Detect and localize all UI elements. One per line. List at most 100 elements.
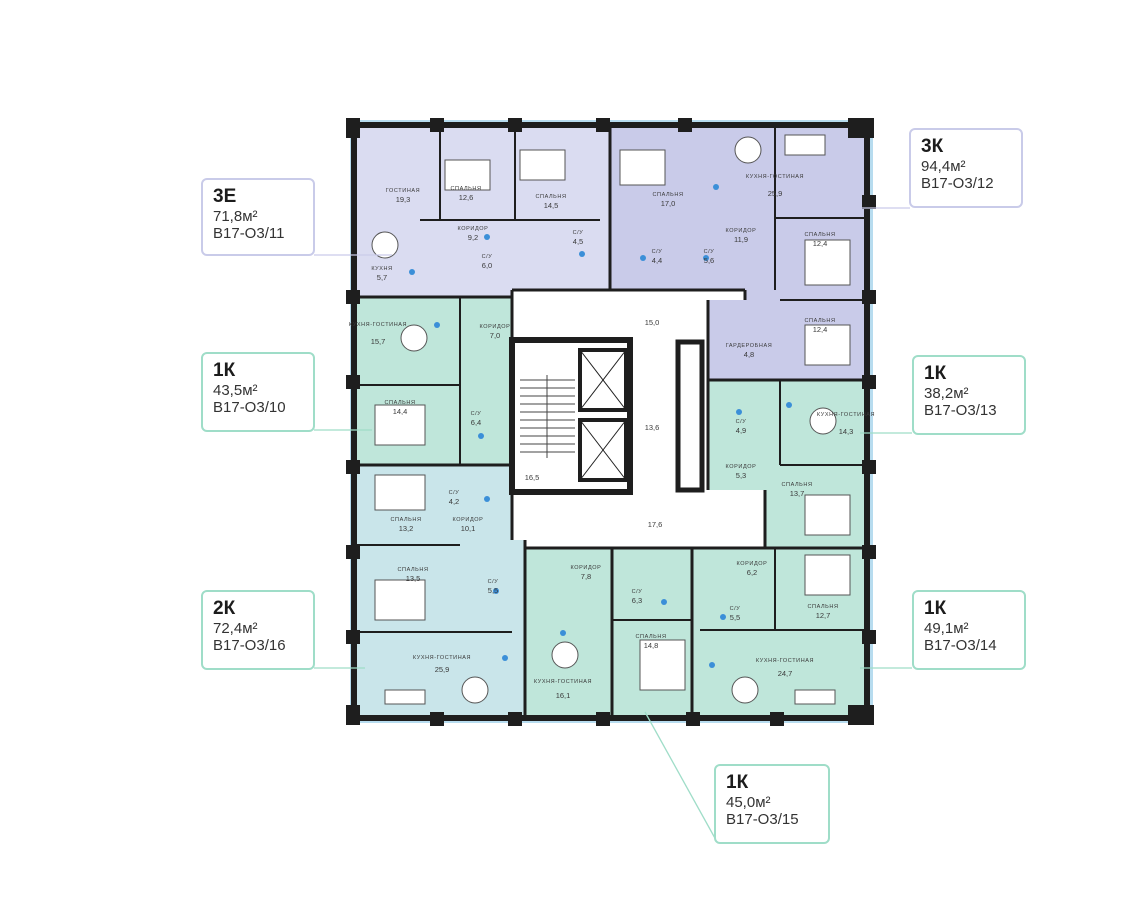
room-name: СПАЛЬНЯ [807,604,838,610]
apartment-area: 49,1м² [924,619,969,637]
apartment-type: 1К [924,598,947,619]
room-area: 5,5 [488,586,498,595]
room-area: 12,4 [813,239,828,248]
room-labels: ГОСТИНАЯ 19,3 СПАЛЬНЯ 12,6 СПАЛЬНЯ 14,5 … [349,174,875,700]
apartment-type: 1К [924,363,947,384]
room-name: КОРИДОР [726,228,757,234]
room-name: КОРИДОР [480,324,511,330]
apartment-card-2k[interactable]: 2К 72,4м² В17-О3/16 [201,590,315,670]
room-area: 14,3 [839,427,854,436]
room-area: 4,9 [736,426,746,435]
room-area: 17,6 [648,520,663,529]
room-area: 13,2 [399,524,414,533]
room-area: 4,5 [573,237,583,246]
apartment-area: 43,5м² [213,381,258,399]
apartment-code: В17-О3/10 [213,399,286,417]
apartment-card-1k-14[interactable]: 1К 49,1м² В17-О3/14 [912,590,1026,670]
room-name: С/У [632,589,643,595]
room-area: 6,2 [747,568,757,577]
room-area: 14,5 [544,201,559,210]
room-name: С/У [652,249,663,255]
room-area: 13,6 [645,423,660,432]
room-name: СПАЛЬНЯ [450,186,481,192]
apartment-area: 94,4м² [921,157,966,175]
room-area: 6,4 [471,418,481,427]
room-area: 10,1 [461,524,476,533]
apartment-code: В17-О3/13 [924,402,997,420]
apartment-card-1k-15[interactable]: 1К 45,0м² В17-О3/15 [714,764,830,844]
apartment-code: В17-О3/14 [924,637,997,655]
apartment-card-3e[interactable]: 3Е 71,8м² В17-О3/11 [201,178,315,256]
room-area: 17,0 [661,199,676,208]
apartment-area: 38,2м² [924,384,969,402]
apartment-code: В17-О3/16 [213,637,286,655]
apartment-area: 72,4м² [213,619,258,637]
room-area: 13,7 [790,489,805,498]
room-name: С/У [736,419,747,425]
water-drop-icons [409,184,792,668]
room-area: 19,3 [396,195,411,204]
leader-lines [314,207,912,841]
apartment-type: 3Е [213,186,237,207]
room-area: 24,7 [778,669,793,678]
room-name: КОРИДОР [458,226,489,232]
room-area: 11,9 [734,235,748,244]
room-area: 5,5 [730,613,740,622]
structural-columns [346,118,876,726]
room-area: 7,8 [581,572,591,581]
apartment-2k-fill[interactable] [357,465,525,715]
room-name: СПАЛЬНЯ [535,194,566,200]
room-name: СПАЛЬНЯ [397,567,428,573]
room-name: С/У [449,490,460,496]
room-area: 15,0 [645,318,660,327]
room-area: 14,8 [644,641,659,650]
room-area: 5,7 [377,273,387,282]
room-area: 16,1 [556,691,571,700]
room-name: КУХНЯ-ГОСТИНАЯ [413,655,471,661]
room-name: КУХНЯ-ГОСТИНАЯ [817,412,875,418]
furniture [371,134,851,705]
room-name: С/У [471,411,482,417]
room-name: КУХНЯ-ГОСТИНАЯ [746,174,804,180]
apartment-3e-fill[interactable] [357,128,610,297]
room-area: 16,5 [525,473,540,482]
room-name: С/У [730,606,741,612]
room-name: СПАЛЬНЯ [652,192,683,198]
apartment-code: В17-О3/15 [726,811,799,829]
apartment-code: В17-О3/11 [213,225,285,243]
room-name: С/У [704,249,715,255]
room-name: С/У [573,230,584,236]
apartment-type: 1К [726,772,749,793]
shaft [675,339,705,493]
apartment-area: 71,8м² [213,207,258,225]
room-area: 13,5 [406,574,421,583]
apartment-type: 3К [921,136,944,157]
room-name: КУХНЯ-ГОСТИНАЯ [349,322,407,328]
room-name: КОРИДОР [737,561,768,567]
room-area: 4,2 [449,497,459,506]
apartment-type: 2К [213,598,236,619]
room-name: СПАЛЬНЯ [804,318,835,324]
room-area: 4,8 [744,350,754,359]
room-name: КОРИДОР [726,464,757,470]
room-name: КУХНЯ-ГОСТИНАЯ [756,658,814,664]
room-name: КУХНЯ-ГОСТИНАЯ [534,679,592,685]
room-area: 25,9 [768,189,783,198]
room-name: СПАЛЬНЯ [384,400,415,406]
room-name: СПАЛЬНЯ [635,634,666,640]
apartment-card-1k-10[interactable]: 1К 43,5м² В17-О3/10 [201,352,315,432]
apartment-3k-fill[interactable] [610,128,864,380]
room-name: С/У [488,579,499,585]
apartment-card-3k[interactable]: 3К 94,4м² В17-О3/12 [909,128,1023,208]
room-area: 6,3 [632,596,642,605]
room-area: 5,6 [704,256,714,265]
room-name: КОРИДОР [571,565,602,571]
room-area: 7,0 [490,331,500,340]
apartment-card-1k-13[interactable]: 1К 38,2м² В17-О3/13 [912,355,1026,435]
room-name: С/У [482,254,493,260]
room-name: СПАЛЬНЯ [804,232,835,238]
apartment-type: 1К [213,360,236,381]
room-area: 4,4 [652,256,662,265]
room-name: ГОСТИНАЯ [386,188,420,194]
room-area: 9,2 [468,233,478,242]
